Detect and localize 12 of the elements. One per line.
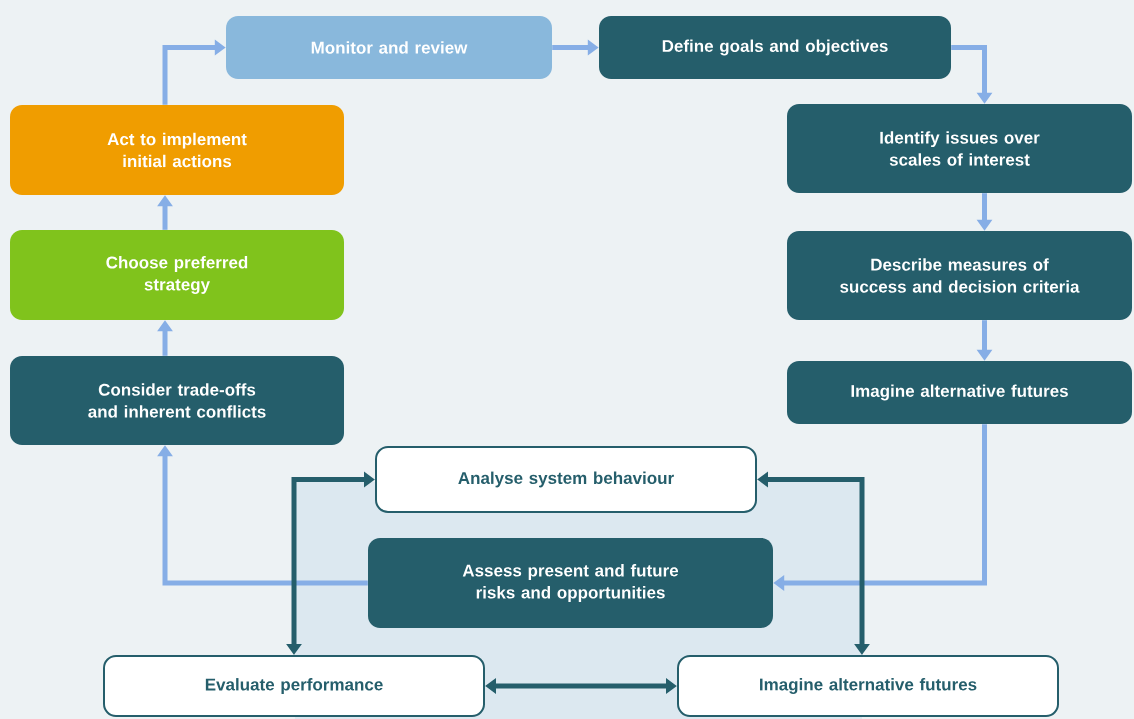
- process-box: Imagine alternative futures: [787, 361, 1132, 424]
- process-box: Choose preferred strategy: [10, 230, 344, 320]
- process-box: Act to implement initial actions: [10, 105, 344, 195]
- process-box: Define goals and objectives: [599, 16, 951, 79]
- outlined-box: Imagine alternative futures: [677, 655, 1059, 717]
- process-box: Consider trade-offs and inherent conflicts: [10, 356, 344, 445]
- process-box: Assess present and future risks and opportunities: [368, 538, 773, 628]
- process-box: Identify issues over scales of interest: [787, 104, 1132, 193]
- outlined-box: Evaluate performance: [103, 655, 485, 717]
- process-box: Describe measures of success and decision criteria: [787, 231, 1132, 320]
- outlined-box: Analyse system behaviour: [375, 446, 757, 513]
- process-box: Monitor and review: [226, 16, 552, 79]
